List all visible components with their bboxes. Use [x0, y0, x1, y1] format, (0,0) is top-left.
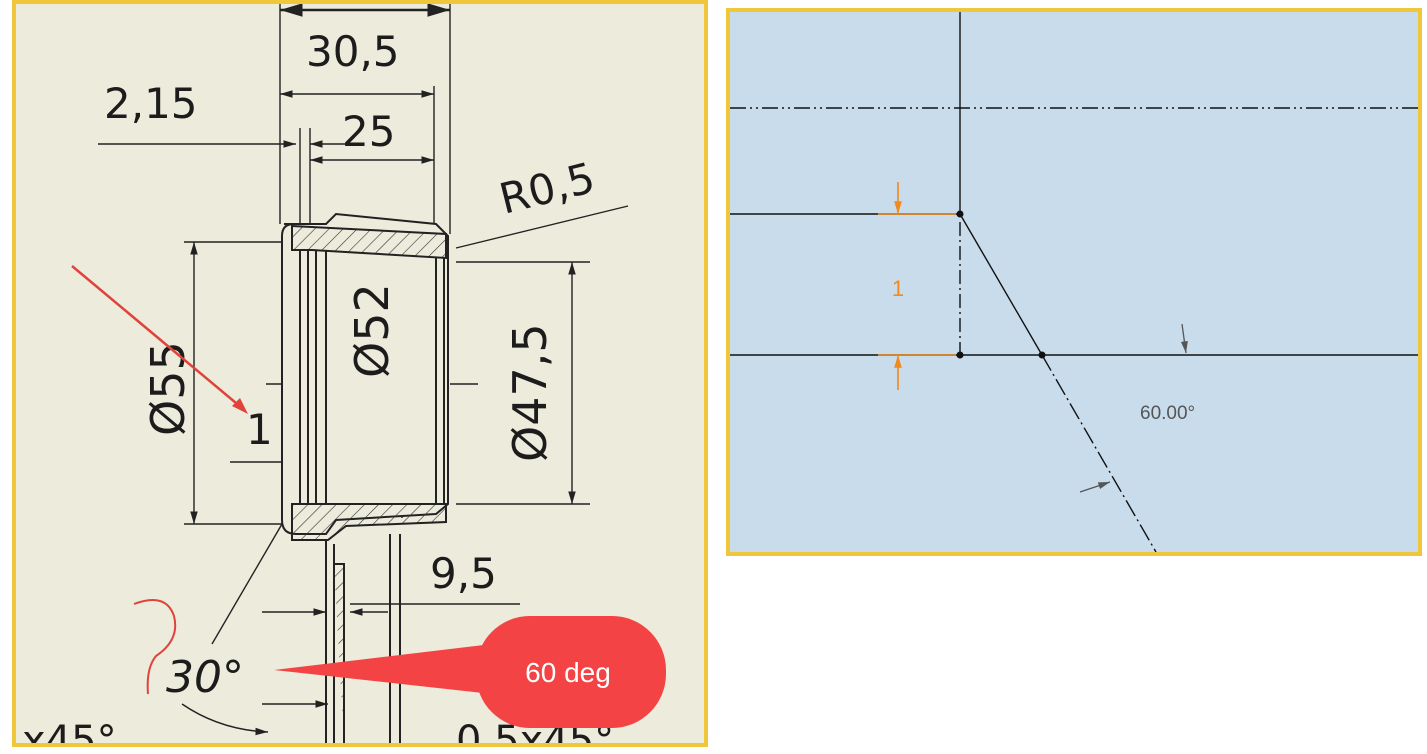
sketch-point-bottom — [1038, 351, 1046, 359]
red-arrow-annotation — [71, 265, 248, 414]
orange-dimension[interactable] — [878, 182, 956, 390]
dimension-1-label[interactable]: 1 — [892, 276, 904, 301]
left-drawing-svg: 30,5 2,15 25 R0,5 Ø55 Ø52 Ø47,5 1 9,5 30… — [22, 4, 666, 743]
dim-angle-30: 30° — [166, 652, 244, 703]
dim-partial-bottom-left: x45° — [22, 718, 117, 743]
chamfer-line — [959, 213, 1043, 356]
dim-r0-5: R0,5 — [495, 153, 600, 224]
dim-dia-47-5: Ø47,5 — [503, 323, 557, 462]
question-mark-scribble — [133, 599, 177, 695]
right-sketch-panel: 1 60.00° — [726, 8, 1422, 556]
part-profile — [281, 212, 449, 743]
angle-label[interactable]: 60.00° — [1140, 403, 1195, 424]
left-drawing-panel: 30,5 2,15 25 R0,5 Ø55 Ø52 Ø47,5 1 9,5 30… — [12, 0, 708, 747]
sketch-point-top — [956, 210, 964, 218]
callout-text: 60 deg — [525, 657, 611, 688]
dim-groove-1: 1 — [246, 405, 273, 454]
dim-9-5: 9,5 — [430, 549, 497, 598]
chamfer-extension — [1041, 354, 1157, 552]
callout-60-deg: 60 deg — [274, 616, 666, 728]
dim-dia-55: Ø55 — [141, 341, 195, 436]
dim-dia-52: Ø52 — [345, 283, 399, 378]
dim-25: 25 — [342, 107, 395, 156]
dim-30-5: 30,5 — [306, 27, 400, 76]
dim-2-15: 2,15 — [104, 79, 198, 128]
sketch-point-corner — [956, 351, 964, 359]
right-sketch-svg: 1 60.00° — [730, 12, 1418, 552]
angle-dimension[interactable] — [1079, 323, 1188, 493]
